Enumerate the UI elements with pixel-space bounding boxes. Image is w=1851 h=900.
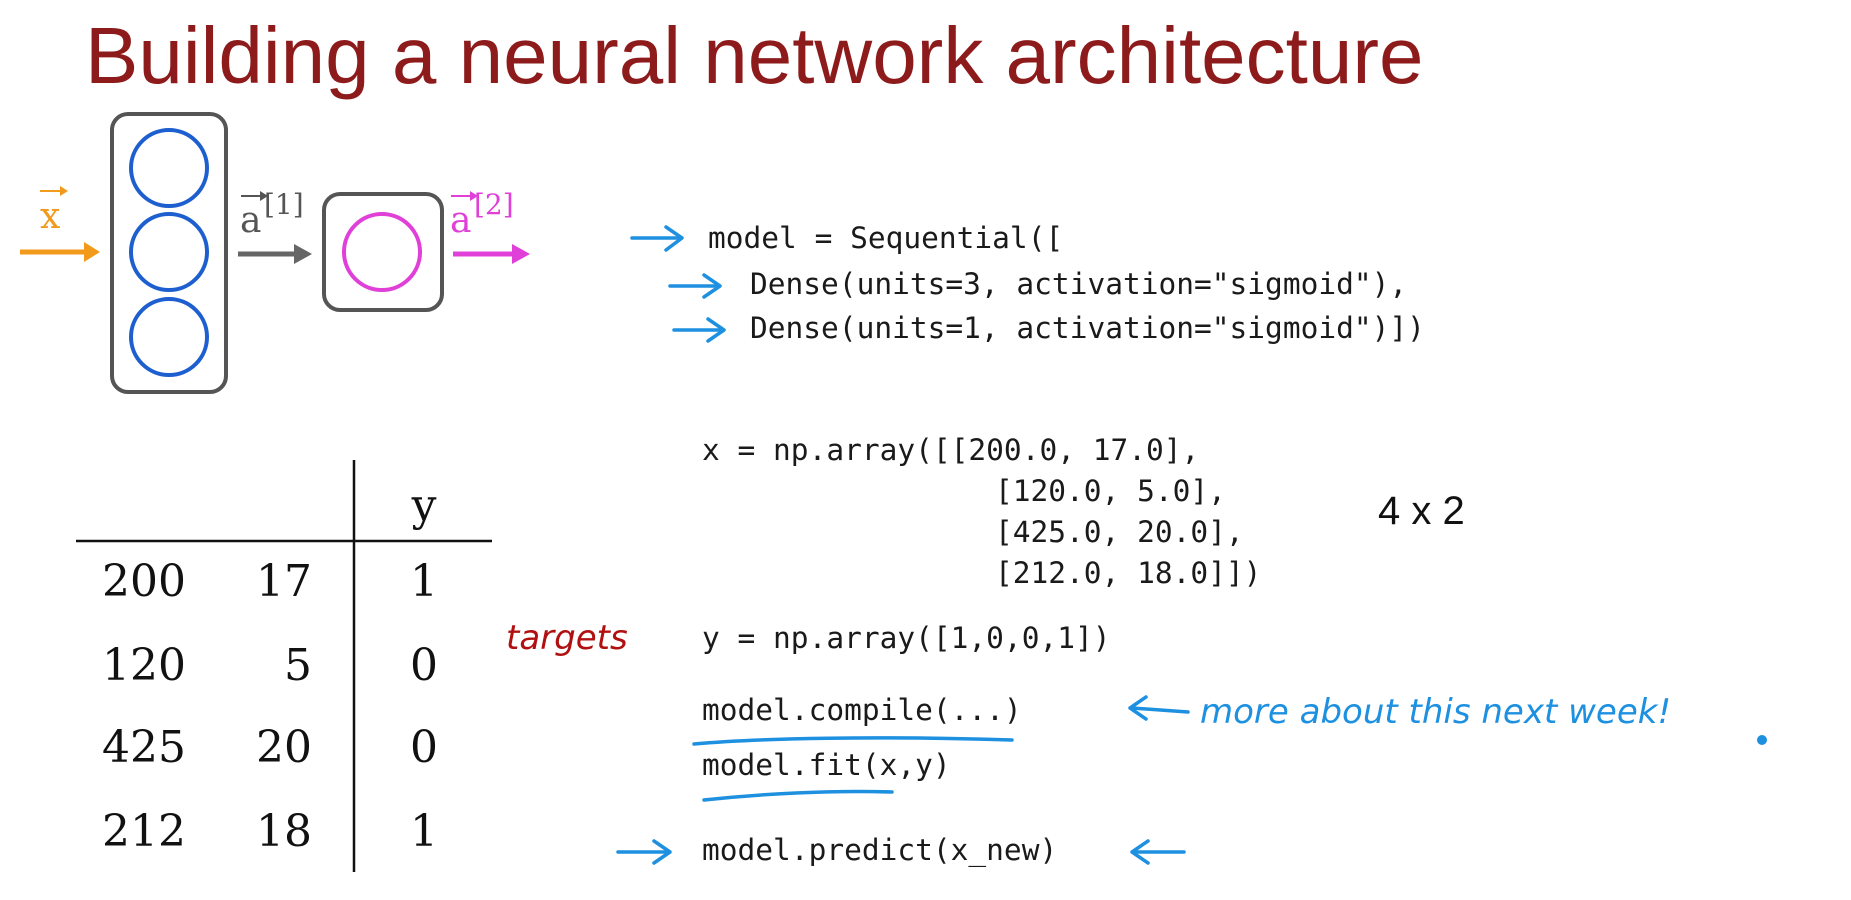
- hidden-vector-arrow: [241, 191, 268, 201]
- code-x-line1: x = np.array([[200.0, 17.0],: [702, 433, 1200, 467]
- hidden-arrow: [238, 244, 312, 264]
- hidden-unit-3: [129, 297, 209, 377]
- code-x-line4: [212.0, 18.0]]): [995, 556, 1262, 590]
- code-x-line3: [425.0, 20.0],: [995, 515, 1244, 549]
- code-x-line2: [120.0, 5.0],: [995, 474, 1226, 508]
- hidden-activation-label: a: [240, 200, 261, 241]
- input-label: x: [40, 196, 60, 237]
- table-cell: 17: [256, 556, 312, 607]
- hidden-unit-2: [129, 212, 209, 292]
- pointer-arrow-predict-right: [1130, 839, 1186, 865]
- output-arrow: [453, 244, 530, 264]
- code-y-line: y = np.array([1,0,0,1]): [702, 621, 1111, 655]
- table-cell: 0: [410, 640, 438, 691]
- table-cell: 20: [256, 722, 312, 773]
- pointer-arrow-dense1: [668, 273, 722, 299]
- output-unit: [342, 212, 422, 292]
- pointer-arrow-model: [630, 225, 684, 252]
- shape-label: 4 x 2: [1378, 489, 1465, 533]
- table-cell: 120: [102, 640, 186, 691]
- table-cell: 212: [102, 806, 186, 857]
- code-fit-line: model.fit(x,y): [702, 748, 951, 782]
- table-cell: 200: [102, 556, 186, 607]
- next-week-note: more about this next week!: [1200, 692, 1672, 732]
- table-cell: 18: [256, 806, 312, 857]
- hidden-layer-box: [110, 112, 228, 394]
- code-model-line: model = Sequential([: [708, 221, 1064, 255]
- table-cell: 1: [410, 806, 438, 857]
- table-header-y: y: [411, 480, 437, 531]
- pointer-arrow-dense2: [672, 317, 726, 343]
- code-predict-line: model.predict(x_new): [702, 833, 1058, 867]
- input-arrow: [20, 242, 100, 262]
- table-cell: 5: [284, 640, 312, 691]
- table-cell: 425: [102, 722, 186, 773]
- output-vector-arrow: [451, 191, 478, 201]
- pointer-arrow-predict: [616, 839, 672, 865]
- input-vector-arrow: [40, 186, 68, 196]
- fit-underline: [702, 789, 894, 802]
- output-activation-sup: [2]: [474, 188, 514, 221]
- page-title: Building a neural network architecture: [85, 11, 1424, 100]
- code-dense1-line: Dense(units=3, activation="sigmoid"),: [750, 267, 1408, 301]
- output-layer-box: [322, 192, 444, 312]
- output-activation-label: a: [450, 200, 471, 241]
- compile-underline: [692, 736, 1014, 746]
- table-cell: 1: [410, 556, 438, 607]
- note-exclamation-dot: [1757, 735, 1767, 745]
- hidden-activation-sup: [1]: [264, 188, 304, 221]
- code-dense2-line: Dense(units=1, activation="sigmoid")]): [750, 311, 1425, 345]
- pointer-arrow-note: [1128, 695, 1190, 721]
- table-cell: 0: [410, 722, 438, 773]
- code-compile-line: model.compile(...): [702, 693, 1022, 727]
- hidden-unit-1: [129, 128, 209, 208]
- targets-annotation: targets: [506, 618, 628, 658]
